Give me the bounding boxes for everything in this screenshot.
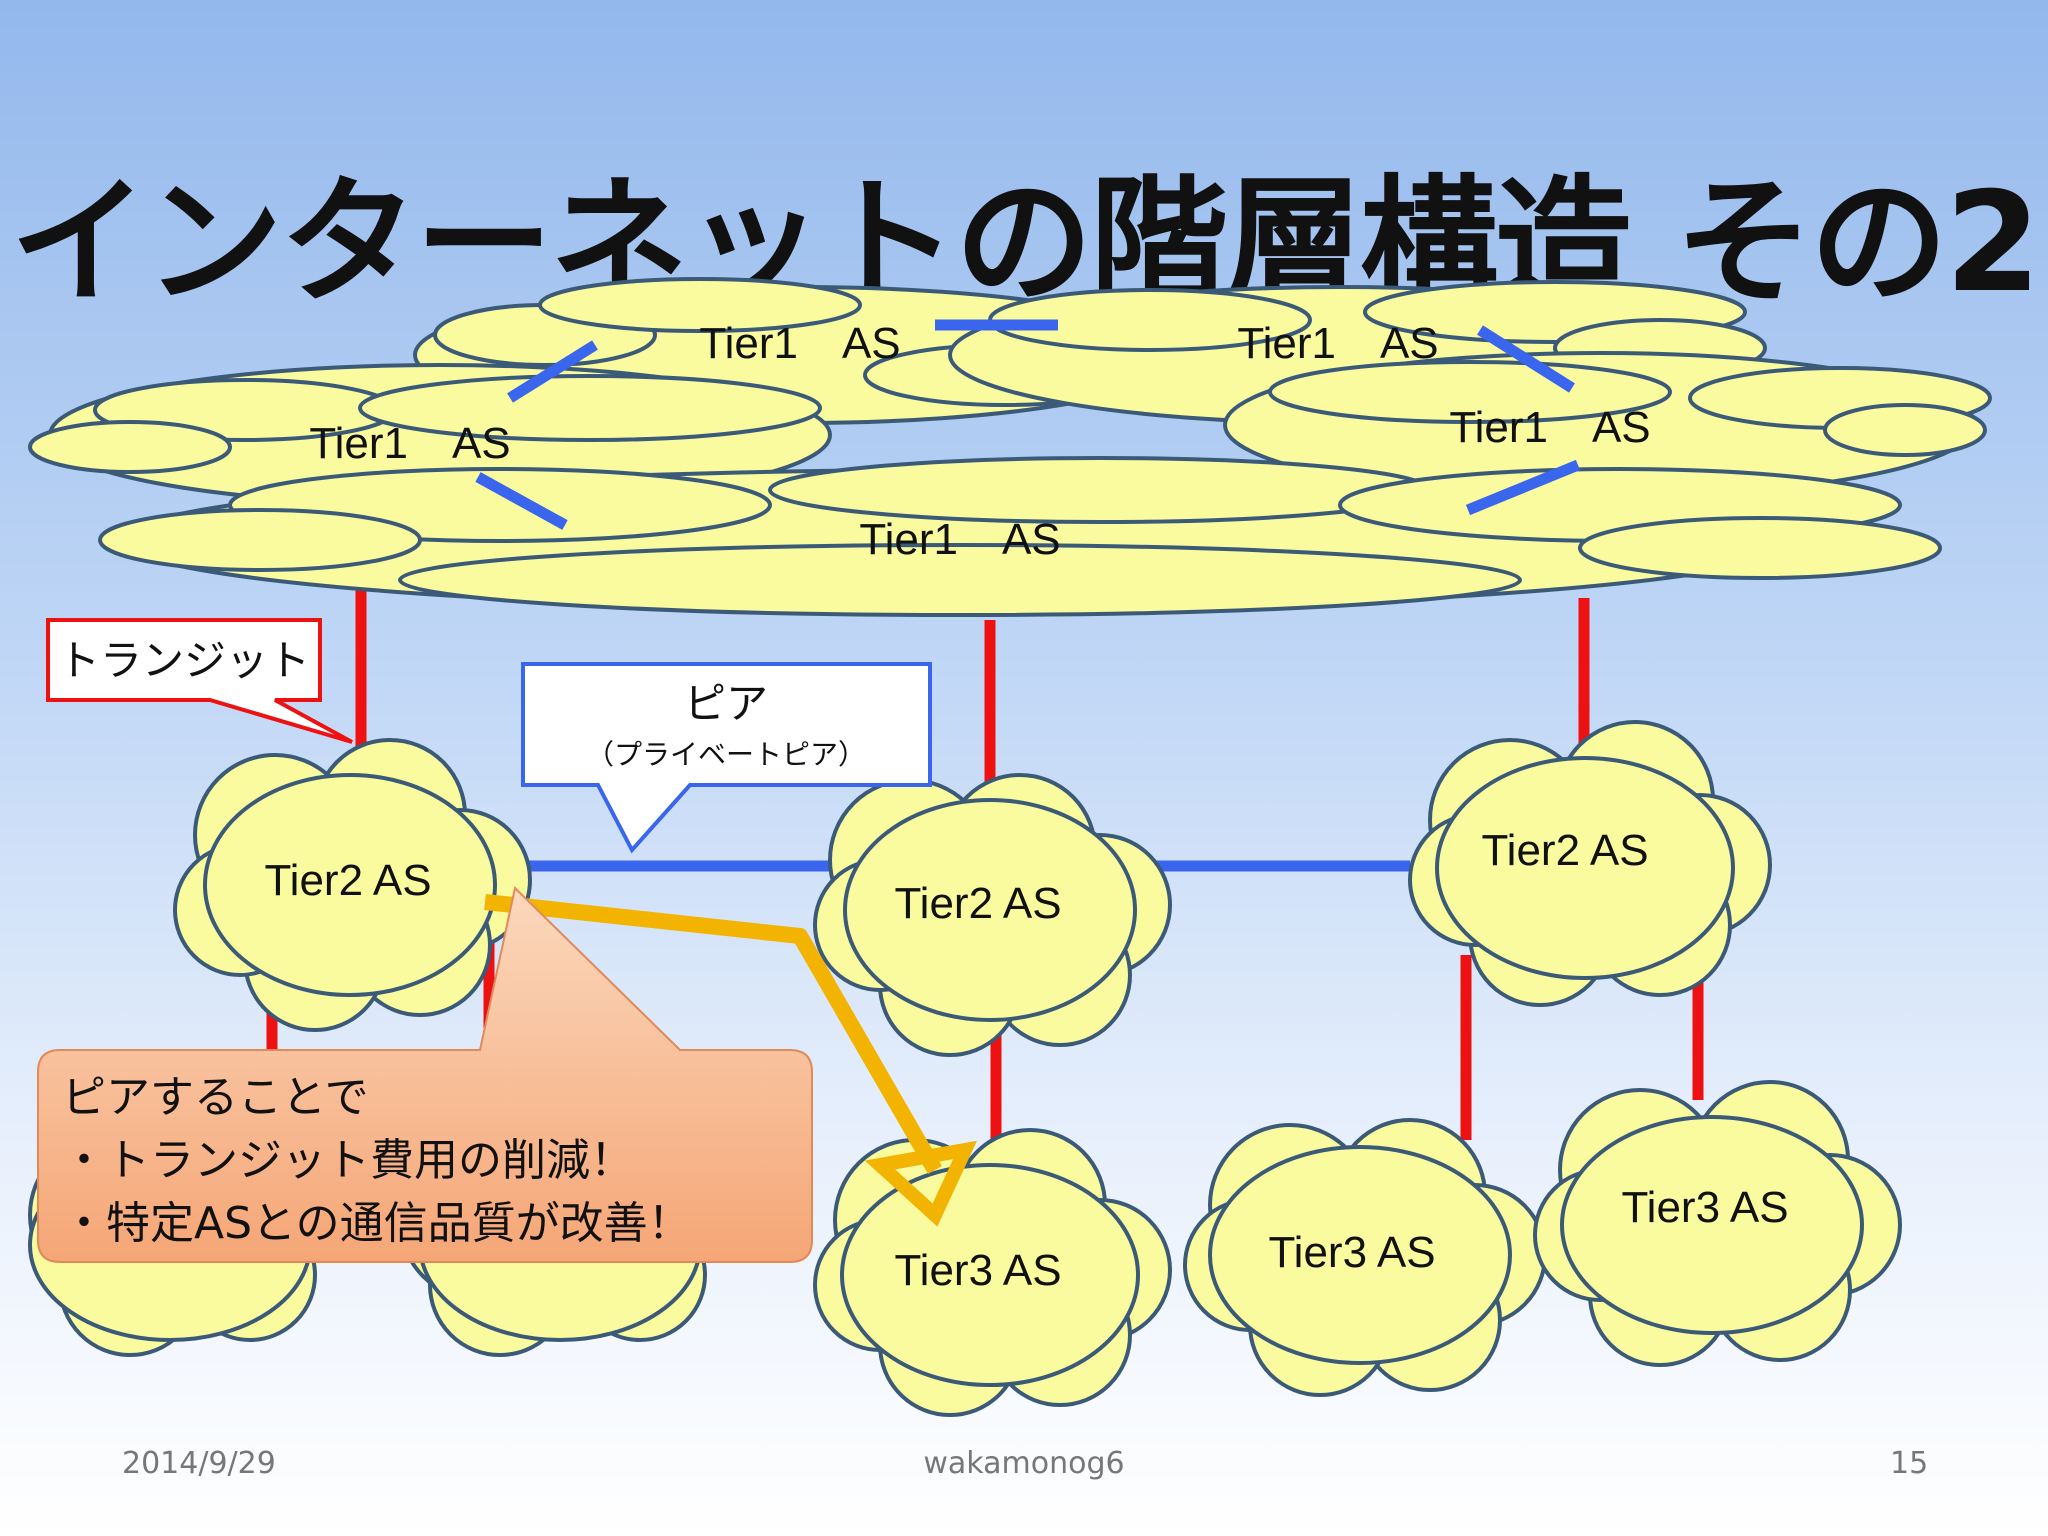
tier3-label-center: Tier3 AS [894, 1246, 1061, 1295]
tier2-label-left: Tier2 AS [264, 856, 431, 905]
peer-link [1465, 459, 1581, 516]
tier3-label-right-a: Tier3 AS [1268, 1228, 1435, 1277]
tier2-cloud-left [173, 738, 532, 1032]
peer-callout-subtitle: （プライベートピア） [586, 738, 866, 771]
peer-callout-title: ピア [684, 679, 768, 728]
footer-author: wakamonog6 [923, 1446, 1125, 1481]
benefit-line-2: ・トランジット費用の削減！ [62, 1135, 634, 1186]
tier1-label-mid-left: Tier1 AS [309, 419, 510, 468]
tier1-peer-links [475, 319, 1581, 530]
tier1-label-mid-right: Tier1 AS [1449, 403, 1650, 452]
cloud-labels: Tier1 AS Tier1 AS Tier1 AS Tier1 AS Tier… [264, 319, 1788, 1295]
tier2-label-right: Tier2 AS [1481, 826, 1648, 875]
benefit-line-3: ・特定ASとの通信品質が改善！ [62, 1198, 692, 1249]
tier2-cloud-right [1408, 720, 1772, 1007]
tier1-label-top-left: Tier1 AS [699, 319, 900, 368]
transit-callout-text: トランジット [58, 636, 310, 685]
peer-link [1477, 325, 1575, 393]
traffic-path-arrow [484, 894, 977, 1227]
tier3-cloud-right-a [1183, 1118, 1547, 1397]
tier2-label-center: Tier2 AS [894, 879, 1061, 928]
peer-link [507, 340, 598, 403]
tier3-cloud-right-b [1533, 1080, 1902, 1367]
tier2-cloud-center [813, 773, 1172, 1057]
footer-date: 2014/9/29 [122, 1446, 276, 1481]
peer-callout [521, 662, 932, 854]
tier1-label-top-right: Tier1 AS [1237, 319, 1438, 368]
tier1-label-center: Tier1 AS [859, 515, 1060, 564]
peer-link [475, 472, 568, 530]
tier3-cloud-center [813, 1128, 1172, 1417]
tier1-cloud-mid-right [1223, 351, 1992, 499]
tier3-label-right-b: Tier3 AS [1621, 1183, 1788, 1232]
transit-callout [46, 618, 353, 744]
benefit-line-1: ピアすることで [62, 1072, 369, 1123]
page-number: 15 [1890, 1446, 1929, 1481]
benefit-callout [37, 886, 813, 1263]
